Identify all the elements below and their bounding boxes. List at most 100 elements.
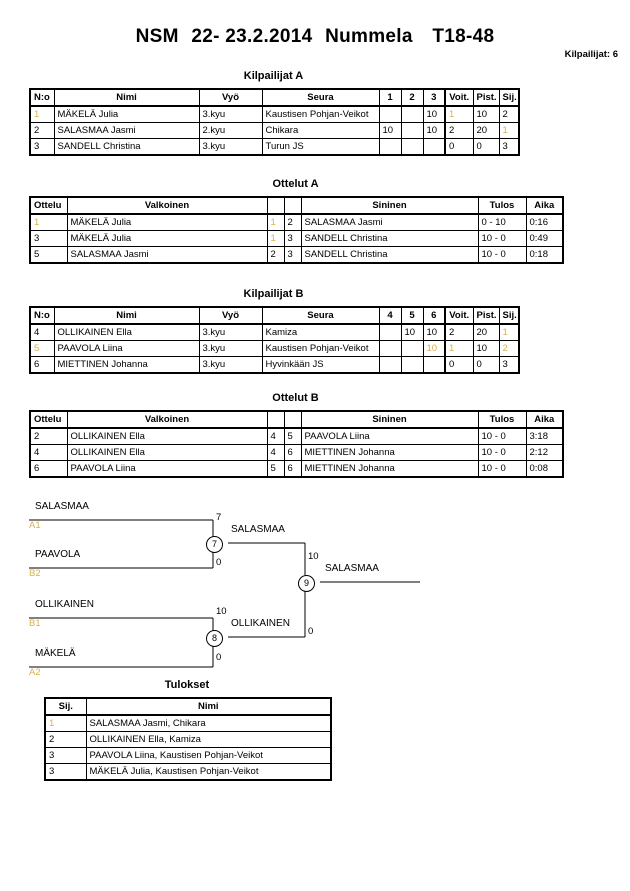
page-title: NSM 22- 23.2.2014 Nummela T18-48 (0, 26, 630, 48)
table-row: 2 SALASMAA Jasmi 2.kyu Chikara 10 10 2 2… (29, 122, 520, 139)
cell-white: OLLIKAINEN Ella (66, 444, 268, 461)
cell-belt: 3.kyu (198, 105, 263, 123)
cell-white-no: 4 (266, 427, 285, 445)
col-club: Seura (261, 306, 380, 325)
cell-match: 2 (29, 427, 68, 445)
cell-name: PAAVOLA Liina, Kaustisen Pohjan-Veikot (85, 747, 332, 764)
table-row: 3 PAAVOLA Liina, Kaustisen Pohjan-Veikot (44, 747, 332, 764)
cell-no: 1 (29, 105, 55, 123)
cell-result: 0 - 10 (477, 213, 527, 231)
table-header-row: Sij. Nimi (44, 697, 332, 716)
cell-wins: 1 (444, 340, 474, 357)
col-name: Nimi (53, 306, 200, 325)
cell-m1 (378, 138, 402, 156)
cell-white-no: 4 (266, 444, 285, 461)
cell-rank: 3 (44, 763, 87, 781)
cell-white: MÄKELÄ Julia (66, 230, 268, 247)
bracket-entrant-seed: B1 (29, 619, 41, 628)
bracket-match-node-9[interactable]: 9 (298, 575, 315, 592)
bracket-entrant-seed: B2 (29, 569, 41, 578)
bracket-entrant-name: PAAVOLA (35, 549, 81, 560)
cell-points: 20 (472, 122, 500, 139)
cell-no: 2 (29, 122, 55, 139)
col-rank: Sij. (498, 306, 520, 325)
cell-m5 (400, 356, 424, 374)
cell-name: OLLIKAINEN Ella (53, 323, 200, 341)
bracket-match-node-7[interactable]: 7 (206, 536, 223, 553)
table-row: 5 SALASMAA Jasmi 2 3 SANDELL Christina 1… (29, 246, 564, 264)
results-caption: Tulokset (164, 679, 210, 691)
cell-m3: 10 (422, 105, 446, 123)
cell-points: 0 (472, 138, 500, 156)
cell-m3: 10 (422, 122, 446, 139)
col-blue-no (283, 196, 302, 215)
cell-blue: MIETTINEN Johanna (300, 460, 479, 478)
cell-club: Kaustisen Pohjan-Veikot (261, 105, 380, 123)
bracket-score: 10 (216, 606, 227, 617)
col-no: N:o (29, 88, 55, 107)
table-row: 3 SANDELL Christina 3.kyu Turun JS 0 0 3 (29, 138, 520, 156)
cell-rank: 2 (498, 340, 520, 357)
cell-result: 10 - 0 (477, 246, 527, 264)
cell-match: 5 (29, 246, 68, 264)
cell-rank: 3 (498, 356, 520, 374)
col-club: Seura (261, 88, 380, 107)
col-rank: Sij. (44, 697, 87, 716)
cell-m1 (378, 105, 402, 123)
cell-points: 10 (472, 340, 500, 357)
table-row: 1 MÄKELÄ Julia 1 2 SALASMAA Jasmi 0 - 10… (29, 213, 564, 231)
cell-white: OLLIKAINEN Ella (66, 427, 268, 445)
cell-blue: SALASMAA Jasmi (300, 213, 479, 231)
col-belt: Vyö (198, 306, 263, 325)
cell-rank: 3 (498, 138, 520, 156)
cell-result: 10 - 0 (477, 230, 527, 247)
bracket-match-node-8[interactable]: 8 (206, 630, 223, 647)
bracket-lines (29, 519, 420, 668)
pool-a-table: N:o Nimi Vyö Seura 1 2 3 Voit. Pist. Sij… (29, 88, 520, 156)
matches-b-caption: Ottelut B (272, 392, 319, 404)
cell-blue: MIETTINEN Johanna (300, 444, 479, 461)
cell-match: 6 (29, 460, 68, 478)
bracket-champion-name: SALASMAA (325, 563, 379, 574)
cell-m4 (378, 323, 402, 341)
cell-wins: 0 (444, 356, 474, 374)
bracket-score: 0 (216, 652, 222, 663)
cell-m3 (422, 138, 446, 156)
cell-match: 4 (29, 444, 68, 461)
knockout-bracket: SALASMAA A1 PAAVOLA B2 OLLIKAINEN B1 MÄK… (0, 495, 630, 677)
cell-club: Hyvinkään JS (261, 356, 380, 374)
col-rank: Sij. (498, 88, 520, 107)
table-row: 4 OLLIKAINEN Ella 3.kyu Kamiza 10 10 2 2… (29, 323, 520, 341)
cell-match: 1 (29, 213, 68, 231)
title-category: T18-48 (432, 26, 495, 47)
col-wins: Voit. (444, 88, 474, 107)
table-row: 1 MÄKELÄ Julia 3.kyu Kaustisen Pohjan-Ve… (29, 105, 520, 123)
cell-rank: 1 (498, 323, 520, 341)
col-no: N:o (29, 306, 55, 325)
bracket-score: 0 (308, 626, 314, 637)
cell-time: 3:18 (525, 427, 564, 445)
cell-white-no: 5 (266, 460, 285, 478)
pool-a-caption: Kilpailijat A (243, 70, 304, 82)
col-wins: Voit. (444, 306, 474, 325)
table-row: 3 MÄKELÄ Julia 1 3 SANDELL Christina 10 … (29, 230, 564, 247)
cell-time: 0:08 (525, 460, 564, 478)
cell-belt: 3.kyu (198, 138, 263, 156)
cell-blue: SANDELL Christina (300, 246, 479, 264)
table-header-row: N:o Nimi Vyö Seura 4 5 6 Voit. Pist. Sij… (29, 306, 520, 325)
col-blue: Sininen (300, 410, 479, 429)
table-row: 5 PAAVOLA Liina 3.kyu Kaustisen Pohjan-V… (29, 340, 520, 357)
cell-blue-no: 6 (283, 460, 302, 478)
cell-name: SANDELL Christina (53, 138, 200, 156)
cell-m2 (400, 122, 424, 139)
col-white-no (266, 410, 285, 429)
cell-result: 10 - 0 (477, 460, 527, 478)
cell-blue-no: 3 (283, 230, 302, 247)
bracket-entrant-seed: A2 (29, 668, 41, 677)
cell-points: 0 (472, 356, 500, 374)
bracket-score: 7 (216, 512, 222, 523)
col-white: Valkoinen (66, 196, 268, 215)
col-white: Valkoinen (66, 410, 268, 429)
bracket-entrant-name: SALASMAA (35, 501, 89, 512)
cell-m4 (378, 356, 402, 374)
